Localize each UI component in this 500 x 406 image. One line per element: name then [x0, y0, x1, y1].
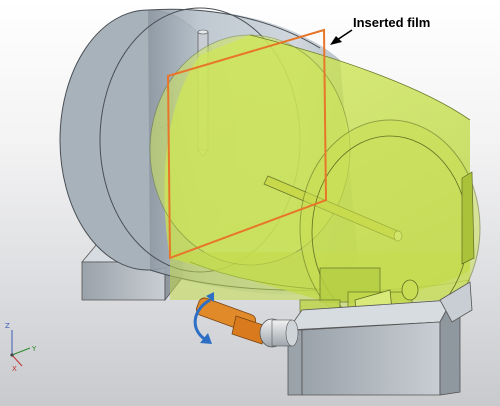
- arrow-left-icon: [330, 29, 353, 45]
- rotation-arrow-icon: [193, 292, 214, 344]
- axis-triad: [10, 330, 31, 367]
- axis-label-z: Z: [5, 322, 10, 330]
- rotation-handle: [196, 297, 299, 348]
- inserted-film-frame: [166, 28, 328, 260]
- axis-label-y: Y: [32, 345, 37, 353]
- annotation-label: Inserted film: [353, 15, 431, 30]
- axis-label-x: X: [12, 365, 17, 373]
